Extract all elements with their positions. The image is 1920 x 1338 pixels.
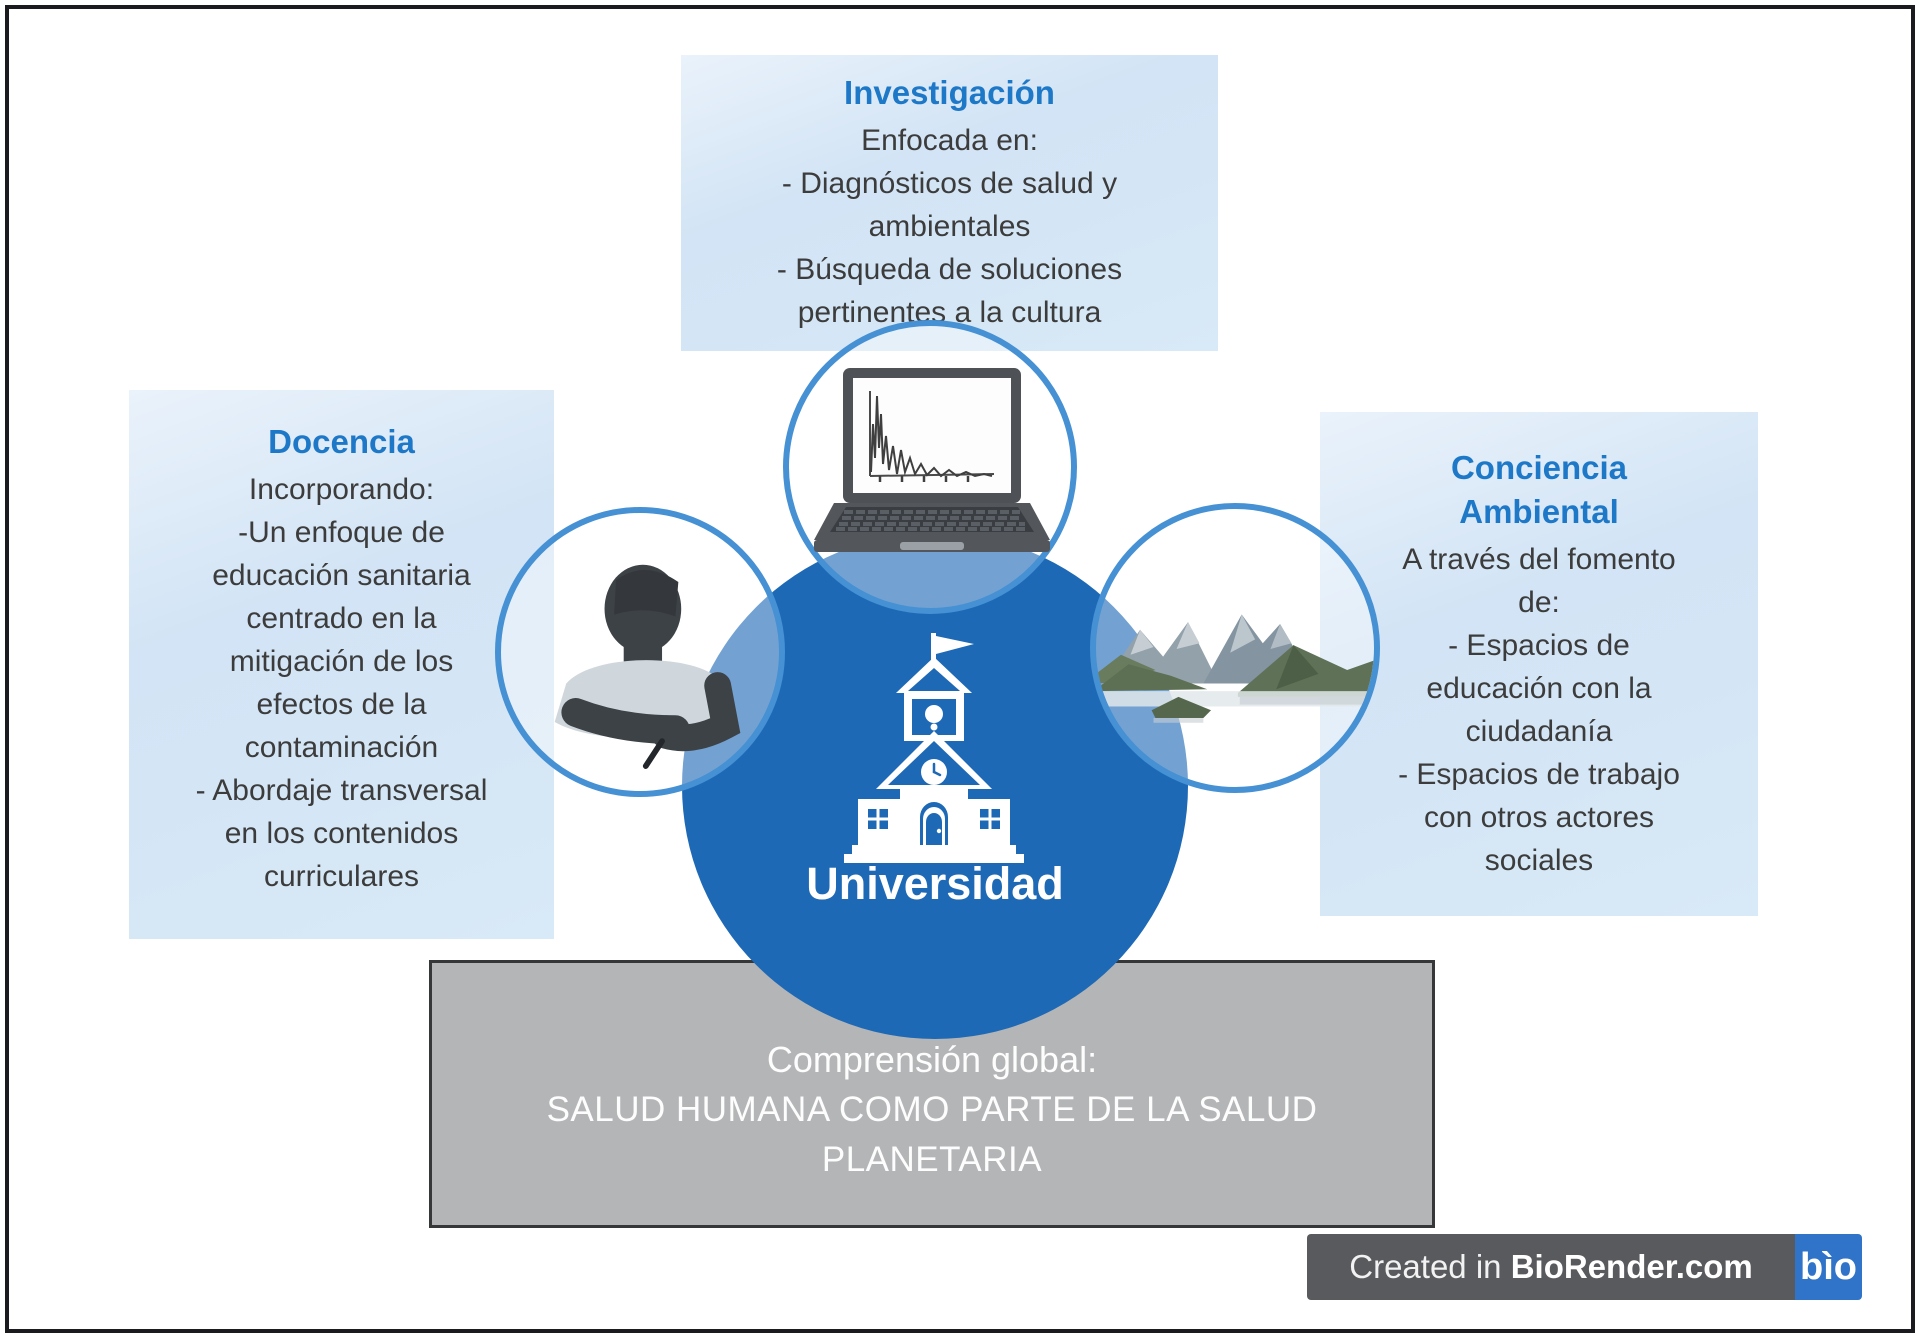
node-investigacion-title: Investigación <box>844 74 1055 111</box>
node-investigacion: Investigación Enfocada en: - Diagnóstico… <box>681 55 1218 351</box>
student-writing-icon <box>554 564 741 769</box>
node-docencia-title: Docencia <box>268 423 415 460</box>
laptop-chart-icon <box>812 366 1052 556</box>
laptop-chart-graphic <box>814 368 1050 552</box>
node-docencia: Docencia Incorporando: -Un enfoque de ed… <box>129 390 554 939</box>
credit-brand: BioRender.com <box>1510 1248 1753 1285</box>
node-conciencia-body: A través del fomento de: - Espacios de e… <box>1398 543 1680 877</box>
university-building-icon <box>840 633 1030 863</box>
node-docencia-body: Incorporando: -Un enfoque de educación s… <box>195 473 488 893</box>
banner-message: SALUD HUMANA COMO PARTE DE LA SALUD PLAN… <box>546 1090 1318 1179</box>
university-building-graphic <box>844 633 1024 863</box>
node-investigacion-body: Enfocada en: - Diagnósticos de salud y a… <box>776 124 1123 329</box>
universidad-label: Universidad <box>806 858 1064 909</box>
node-conciencia-title: Conciencia Ambiental <box>1450 449 1628 530</box>
node-conciencia-ambiental: Conciencia Ambiental A través del foment… <box>1320 412 1758 916</box>
credit-text: Created in BioRender.com <box>1307 1234 1795 1300</box>
banner-heading: Comprensión global: <box>766 1039 1098 1080</box>
credit-prefix: Created in <box>1349 1248 1511 1285</box>
conciencia-circle <box>1090 503 1380 793</box>
biorender-credit-badge: Created in BioRender.com bìo <box>1307 1234 1862 1300</box>
docencia-circle <box>495 507 785 797</box>
mountain-lake-icon <box>1096 614 1374 723</box>
bio-logo: bìo <box>1795 1234 1862 1300</box>
